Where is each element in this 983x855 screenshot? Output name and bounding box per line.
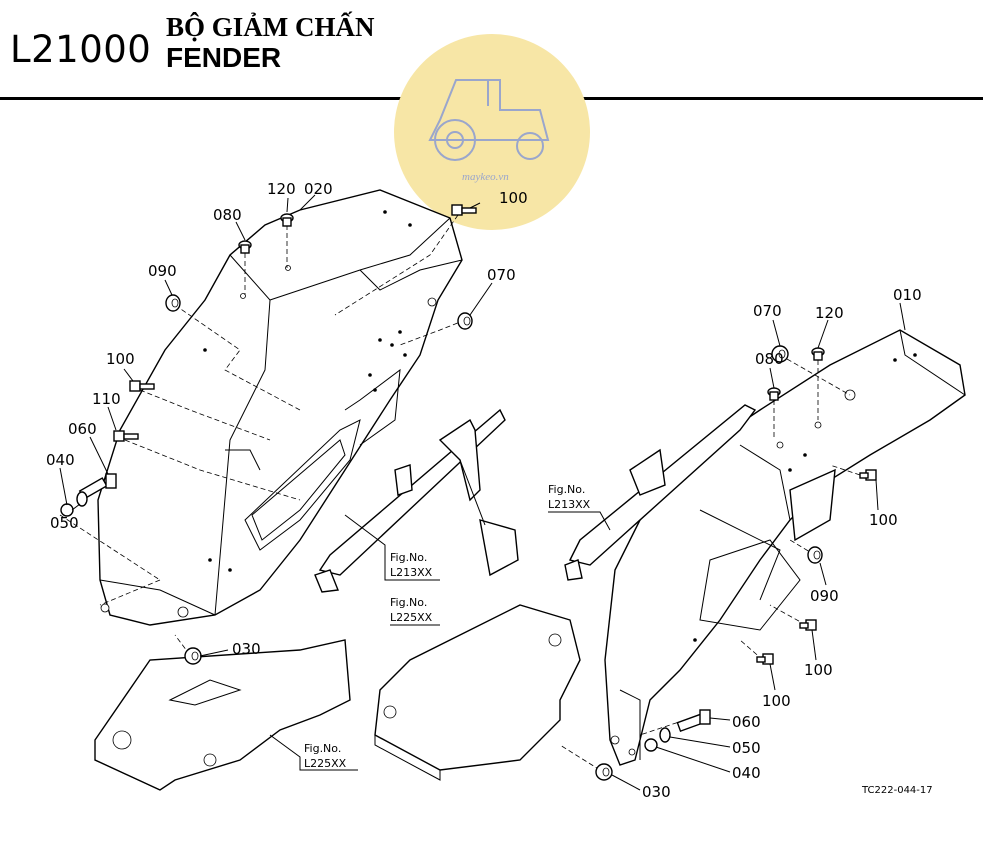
label-080-right: 080 xyxy=(755,350,784,368)
left-fender-assembly xyxy=(97,189,463,626)
label-020: 020 xyxy=(304,180,333,198)
bushing-090-left xyxy=(165,294,181,312)
part-labels: 020 120 080 090 100 070 100 110 060 040 … xyxy=(46,180,922,801)
left-bracket xyxy=(314,408,519,593)
figref-d-bottom: L213XX xyxy=(548,498,591,511)
bushing-090-right xyxy=(807,546,823,564)
label-070-right: 070 xyxy=(753,302,782,320)
label-070-left: 070 xyxy=(487,266,516,284)
bushing-070-right xyxy=(771,345,789,363)
figure-references: Fig.No. L213XX Fig.No. L225XX Fig.No. L2… xyxy=(304,483,591,770)
figref-b-bottom: L225XX xyxy=(390,611,433,624)
label-090-left: 090 xyxy=(148,262,177,280)
title-english: FENDER xyxy=(166,42,282,73)
bolt-110 xyxy=(113,430,139,442)
bolt-100-right-a xyxy=(859,469,877,481)
cap-080-left xyxy=(238,240,252,254)
label-100-right-a: 100 xyxy=(869,511,898,529)
cap-120-left xyxy=(280,213,294,227)
label-060-left: 060 xyxy=(68,420,97,438)
figref-a-top: Fig.No. xyxy=(390,551,427,564)
label-050-right: 050 xyxy=(732,739,761,757)
title-vietnamese: BỘ GIẢM CHẤN xyxy=(166,12,375,42)
center-floor-plate xyxy=(374,604,581,781)
label-120-left: 120 xyxy=(267,180,296,198)
label-040-right: 040 xyxy=(732,764,761,782)
label-110: 110 xyxy=(92,390,121,408)
bolt-100-left xyxy=(129,380,155,392)
watermark-logo: maykeo.vn xyxy=(394,34,590,230)
figref-c-top: Fig.No. xyxy=(304,742,341,755)
watermark-text: maykeo.vn xyxy=(462,171,509,183)
bushing-030-left xyxy=(184,647,202,665)
bushing-030-right xyxy=(595,763,613,781)
cap-120-right xyxy=(811,347,825,361)
label-100-right-c: 100 xyxy=(762,692,791,710)
label-080-left: 080 xyxy=(213,206,242,224)
label-050-left: 050 xyxy=(50,514,79,532)
washer-050-right xyxy=(659,727,671,743)
label-030-left: 030 xyxy=(232,640,261,658)
bushing-070-left xyxy=(457,312,473,330)
label-120-right: 120 xyxy=(815,304,844,322)
washer-050-left xyxy=(76,491,88,507)
section-code: L21000 xyxy=(10,28,152,71)
figref-b-top: Fig.No. xyxy=(390,596,427,609)
hardware-parts xyxy=(60,204,877,781)
cap-080-right xyxy=(767,387,781,401)
bolt-100-right-c xyxy=(756,653,774,665)
drawing-code: TC222-044-17 xyxy=(861,785,933,796)
label-040-left: 040 xyxy=(46,451,75,469)
figref-a-bottom: L213XX xyxy=(390,566,433,579)
stud-060-right xyxy=(676,709,711,733)
figref-d-top: Fig.No. xyxy=(548,483,585,496)
label-100-right-b: 100 xyxy=(804,661,833,679)
label-060-right: 060 xyxy=(732,713,761,731)
right-bracket xyxy=(564,404,836,581)
bolt-100-right-b xyxy=(799,619,817,631)
left-floor-plate xyxy=(94,639,351,791)
bolt-100-top xyxy=(451,204,477,216)
nut-040-right xyxy=(644,738,658,752)
leader-lines xyxy=(59,194,906,791)
label-090-right: 090 xyxy=(810,587,839,605)
label-100-left: 100 xyxy=(106,350,135,368)
label-100-top: 100 xyxy=(499,189,528,207)
figref-c-bottom: L225XX xyxy=(304,757,347,770)
label-030-right: 030 xyxy=(642,783,671,801)
label-010: 010 xyxy=(893,286,922,304)
